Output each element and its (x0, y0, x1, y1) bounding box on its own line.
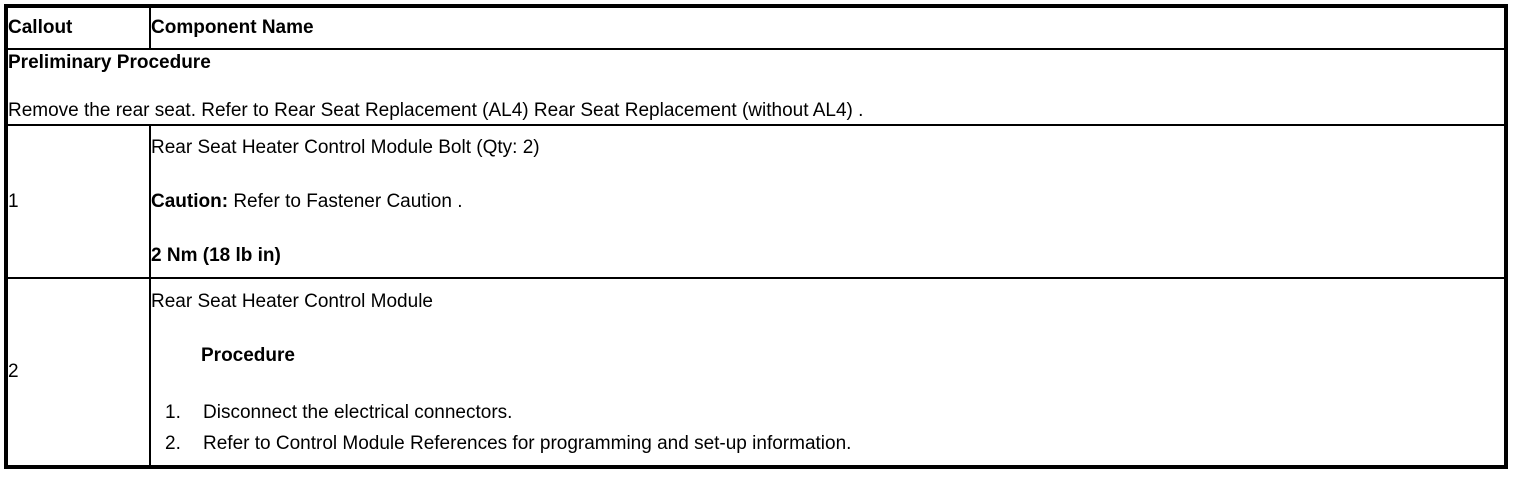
list-item: 1. Disconnect the electrical connectors. (151, 397, 1504, 428)
torque-spec-1: 2 Nm (18 lb in) (151, 245, 281, 266)
table-row: 2 Rear Seat Heater Control Module Proced… (5, 277, 1507, 468)
preliminary-procedure-text: Remove the rear seat. Refer to Rear Seat… (8, 100, 864, 121)
procedure-heading-2: Procedure (201, 345, 295, 366)
callout-number-2: 2 (5, 277, 151, 468)
column-header-callout: Callout (5, 5, 151, 50)
preliminary-procedure-title: Preliminary Procedure (8, 52, 211, 73)
preliminary-procedure-row: Preliminary Procedure Remove the rear se… (5, 48, 1507, 126)
component-title-1: Rear Seat Heater Control Module Bolt (Qt… (151, 137, 540, 158)
list-item-number: 2. (165, 433, 181, 454)
caution-line-1: Caution: Refer to Fastener Caution . (151, 188, 1504, 215)
table-row: 1 Rear Seat Heater Control Module Bolt (… (5, 124, 1507, 279)
component-table: Callout Component Name Preliminary Proce… (4, 4, 1508, 469)
caution-label: Caution: (151, 191, 229, 212)
caution-text: Refer to Fastener Caution . (228, 191, 463, 212)
list-item-number: 1. (165, 402, 181, 423)
list-item: 2. Refer to Control Module References for… (151, 428, 1504, 459)
callout-number-1: 1 (5, 124, 151, 279)
column-header-component-name: Component Name (149, 5, 1507, 50)
preliminary-procedure-cell: Preliminary Procedure Remove the rear se… (5, 48, 1507, 126)
component-cell-2: Rear Seat Heater Control Module Procedur… (149, 277, 1507, 468)
component-title-2: Rear Seat Heater Control Module (151, 291, 433, 312)
component-cell-1: Rear Seat Heater Control Module Bolt (Qt… (149, 124, 1507, 279)
procedure-step-list: 1.Disconnect the electrical connectors. … (151, 397, 1504, 459)
list-item-text: Disconnect the electrical connectors. (203, 402, 513, 423)
list-item-text: Refer to Control Module References for p… (203, 433, 852, 454)
table-header-row: Callout Component Name (5, 5, 1507, 50)
